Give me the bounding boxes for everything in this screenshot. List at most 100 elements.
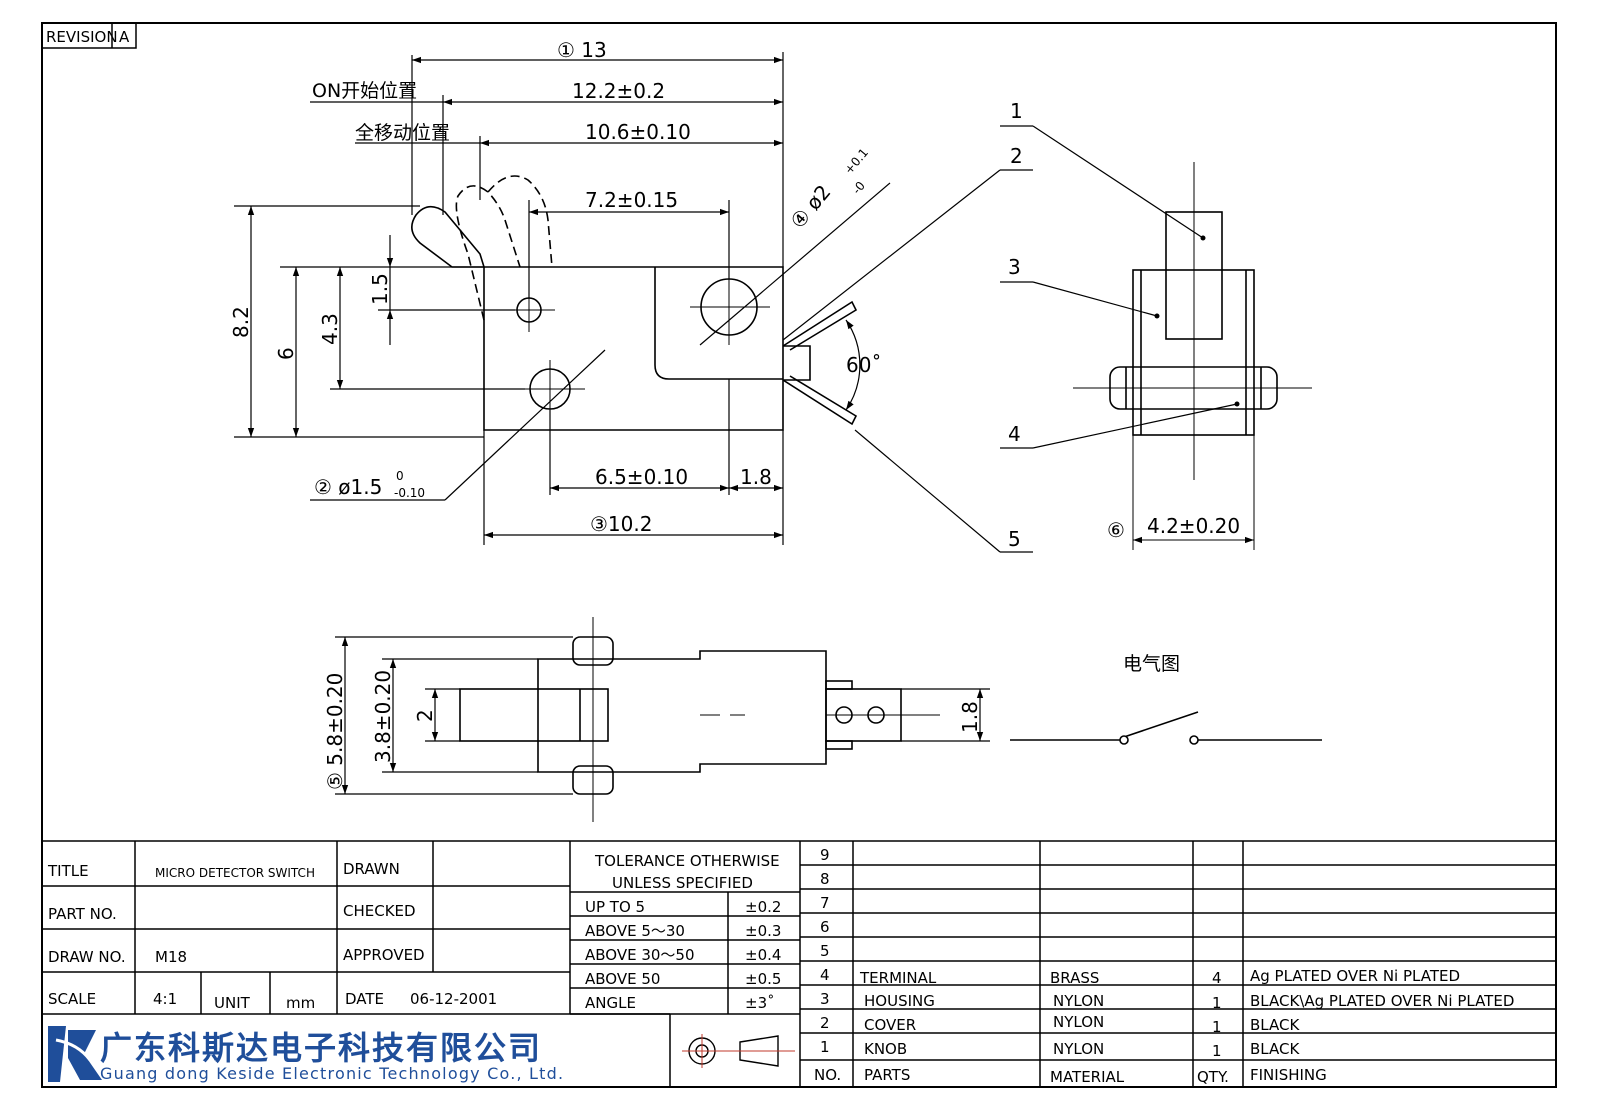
drawing-frame — [41, 22, 1557, 1088]
electrical-switch-symbol — [1010, 711, 1322, 745]
dim-12-2: 12.2±0.2 — [572, 79, 665, 103]
top-view-dimensions — [335, 636, 990, 795]
bom-row-4-qty: 4 — [1212, 969, 1222, 987]
top-view-terminal-lower — [825, 740, 853, 750]
tolerance-value-5: ±3˚ — [745, 994, 775, 1012]
bom-row-2-qty: 1 — [1212, 1018, 1222, 1036]
revision-value: A — [119, 28, 130, 46]
callout-2: 2 — [1010, 144, 1023, 168]
tolerance-range-2: ABOVE 5～30 — [585, 922, 685, 940]
unit-label: UNIT — [214, 994, 251, 1012]
label-on-start: ON开始位置 — [312, 80, 417, 102]
bom-row-1-no: 1 — [820, 1038, 830, 1056]
revision-box: REVISION A — [41, 22, 137, 49]
top-view-body — [537, 650, 827, 773]
bom-empty-no-7: 7 — [820, 894, 830, 912]
actuator-dashed-1 — [455, 185, 521, 321]
date-label: DATE — [345, 990, 384, 1008]
top-view-terminal-upper — [825, 680, 853, 690]
title-label: TITLE — [47, 862, 89, 880]
dim-hole-large: ④ ø2 — [785, 180, 835, 233]
dim-hole-small-tol-lower: -0.10 — [394, 486, 425, 500]
checked-label: CHECKED — [343, 902, 416, 920]
bom-row-4-parts: TERMINAL — [859, 969, 937, 987]
bom-row-2-no: 2 — [820, 1014, 830, 1032]
dim-1-5: 1.5 — [368, 273, 392, 305]
front-view-dimensions — [234, 52, 891, 545]
bom-header-parts: PARTS — [864, 1066, 910, 1084]
bom-header-material: MATERIAL — [1050, 1068, 1125, 1086]
dim-1-8: 1.8 — [740, 465, 772, 489]
dim-3-8: 3.8±0.20 — [371, 670, 395, 763]
callout-4: 4 — [1008, 422, 1021, 446]
dim-6: 6 — [274, 347, 298, 360]
bom-empty-no-6: 6 — [820, 918, 830, 936]
approved-label: APPROVED — [343, 946, 425, 964]
projection-symbol-icon — [682, 1034, 795, 1068]
revision-label: REVISION — [46, 28, 118, 46]
scale-value: 4:1 — [153, 990, 177, 1008]
drawn-label: DRAWN — [343, 860, 400, 878]
company-logo — [48, 1026, 102, 1082]
bom-row-4-material: BRASS — [1050, 969, 1099, 987]
tolerance-range-3: ABOVE 30～50 — [585, 946, 695, 964]
callout-dots — [1154, 235, 1240, 407]
scale-label: SCALE — [48, 990, 96, 1008]
top-view-centerlines — [592, 617, 940, 822]
title-value: MICRO DETECTOR SWITCH — [155, 866, 315, 880]
title-block-grid — [42, 840, 1556, 1087]
dim-7-2: 7.2±0.15 — [585, 188, 678, 212]
bom-row-3-parts: HOUSING — [864, 992, 935, 1010]
tolerance-header-1: TOLERANCE OTHERWISE — [594, 852, 780, 870]
tolerance-value-4: ±0.5 — [745, 970, 781, 988]
bom-empty-no-9: 9 — [820, 846, 830, 864]
unit-value: mm — [286, 994, 315, 1012]
bom-header-no: NO. — [814, 1066, 841, 1084]
front-view-terminal-blade-bottom — [782, 375, 858, 426]
bom-empty-no-8: 8 — [820, 870, 830, 888]
front-view-housing-plate — [654, 267, 783, 380]
dim-13: ① 13 — [557, 38, 607, 62]
bom-row-2-parts: COVER — [864, 1016, 916, 1034]
company-name-cn: 广东科斯达电子科技有限公司 — [100, 1029, 542, 1067]
dim-8-2: 8.2 — [229, 306, 253, 338]
callout-numbers: 1 2 3 4 5 — [1008, 99, 1023, 551]
dim-4-2: 4.2±0.20 — [1147, 514, 1240, 538]
bom-row-3-material: NYLON — [1053, 992, 1104, 1010]
tolerance-range-1: UP TO 5 — [585, 898, 645, 916]
bom-row-1-material: NYLON — [1053, 1040, 1104, 1058]
front-view-terminal-tab — [783, 345, 811, 381]
bom-row-3-qty: 1 — [1212, 994, 1222, 1012]
dim-1-8-bottom: 1.8 — [958, 701, 982, 733]
dim-4-2-circle: ⑥ — [1107, 518, 1125, 542]
bom-header-finishing: FINISHING — [1250, 1066, 1327, 1084]
bom-row-4-finishing: Ag PLATED OVER Ni PLATED — [1250, 967, 1460, 985]
part-no-label: PART NO. — [48, 905, 117, 923]
tolerance-value-3: ±0.4 — [745, 946, 781, 964]
callout-3: 3 — [1008, 255, 1021, 279]
dim-hole-small: ② ø1.5 — [314, 475, 382, 499]
callout-leaders — [782, 125, 1238, 553]
bom-row-2-finishing: BLACK — [1250, 1016, 1300, 1034]
tolerance-range-4: ABOVE 50 — [585, 970, 660, 988]
label-full-travel: 全移动位置 — [355, 122, 450, 144]
dim-6-5: 6.5±0.10 — [595, 465, 688, 489]
dim-hole-large-tol-lower: -0 — [850, 179, 868, 197]
title-block-texts: TITLE MICRO DETECTOR SWITCH PART NO. DRA… — [47, 846, 1514, 1086]
bom-row-3-no: 3 — [820, 990, 830, 1008]
tolerance-value-1: ±0.2 — [745, 898, 781, 916]
side-view-centerlines — [1073, 162, 1312, 550]
bom-row-4-no: 4 — [820, 966, 830, 984]
front-view-terminal-blade-top — [782, 300, 858, 351]
dim-10-2: ③10.2 — [590, 512, 652, 536]
bom-row-1-finishing: BLACK — [1250, 1040, 1300, 1058]
bom-row-2-material: NYLON — [1053, 1013, 1104, 1031]
dim-4-3: 4.3 — [318, 313, 342, 345]
label-electrical: 电气图 — [1123, 653, 1180, 675]
dim-hole-large-tol-upper: +0.1 — [842, 146, 871, 177]
dim-10-6: 10.6±0.10 — [585, 120, 691, 144]
dim-5-8: ⑤ 5.8±0.20 — [323, 673, 347, 790]
company-name-en: Guang dong Keside Electronic Technology … — [100, 1064, 564, 1083]
callout-5: 5 — [1008, 527, 1021, 551]
tolerance-header-2: UNLESS SPECIFIED — [612, 874, 753, 892]
